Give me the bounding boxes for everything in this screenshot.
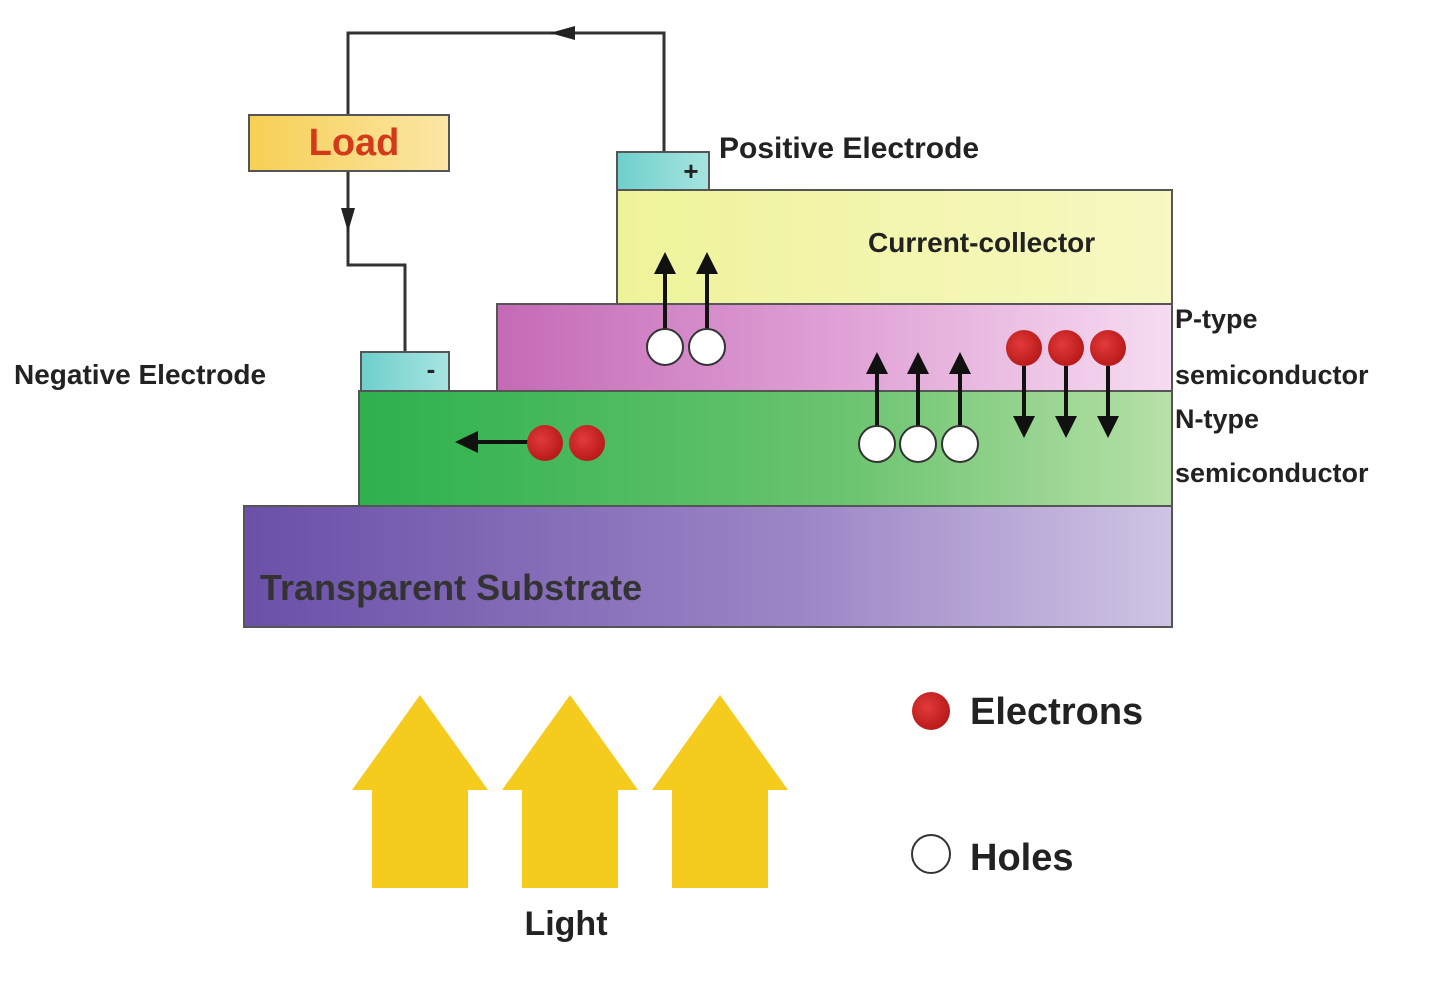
legend-hole-icon xyxy=(911,834,951,874)
hole-particle xyxy=(858,425,896,463)
hole-arrows-p-type xyxy=(654,252,718,330)
legend: Electrons Holes xyxy=(911,691,1143,879)
current-arrow-down-icon xyxy=(341,208,355,232)
hole-particle xyxy=(899,425,937,463)
load-box: Load xyxy=(248,114,450,172)
n-type-label-line2: semiconductor xyxy=(1175,458,1369,488)
substrate-label: Transparent Substrate xyxy=(260,567,642,608)
negative-sign: - xyxy=(427,354,436,384)
light-label: Light xyxy=(524,905,607,943)
electron-particle xyxy=(569,425,605,461)
light-arrow-icon xyxy=(652,695,788,888)
light-arrow-icon xyxy=(352,695,488,888)
p-type-label-line1: P-type xyxy=(1175,304,1258,334)
legend-electrons-label: Electrons xyxy=(970,691,1143,733)
n-type-label-line1: N-type xyxy=(1175,404,1259,434)
electron-arrows-down xyxy=(1013,366,1119,438)
n-type-semiconductor-layer xyxy=(358,390,1173,507)
positive-sign: + xyxy=(683,156,698,186)
legend-electron-icon xyxy=(912,692,950,730)
electron-particle xyxy=(527,425,563,461)
negative-electrode: - xyxy=(360,351,450,392)
p-type-label-line2: semiconductor xyxy=(1175,360,1369,390)
hole-particle xyxy=(688,328,726,366)
light-arrows xyxy=(352,695,788,888)
current-collector-label: Current-collector xyxy=(868,227,1095,258)
positive-electrode: + xyxy=(616,151,710,191)
hole-particle xyxy=(646,328,684,366)
negative-electrode-label: Negative Electrode xyxy=(14,359,266,390)
load-label: Load xyxy=(309,122,400,164)
electron-particle xyxy=(1006,330,1042,366)
hole-arrows-n-type xyxy=(866,352,971,428)
current-arrow-top-icon xyxy=(550,26,575,40)
electron-particle xyxy=(1090,330,1126,366)
current-collector-layer xyxy=(616,189,1173,305)
electron-particle xyxy=(1048,330,1084,366)
light-arrow-icon xyxy=(502,695,638,888)
positive-electrode-label: Positive Electrode xyxy=(719,132,979,165)
hole-particle xyxy=(941,425,979,463)
legend-holes-label: Holes xyxy=(970,837,1073,879)
electron-arrow-left xyxy=(455,431,528,453)
